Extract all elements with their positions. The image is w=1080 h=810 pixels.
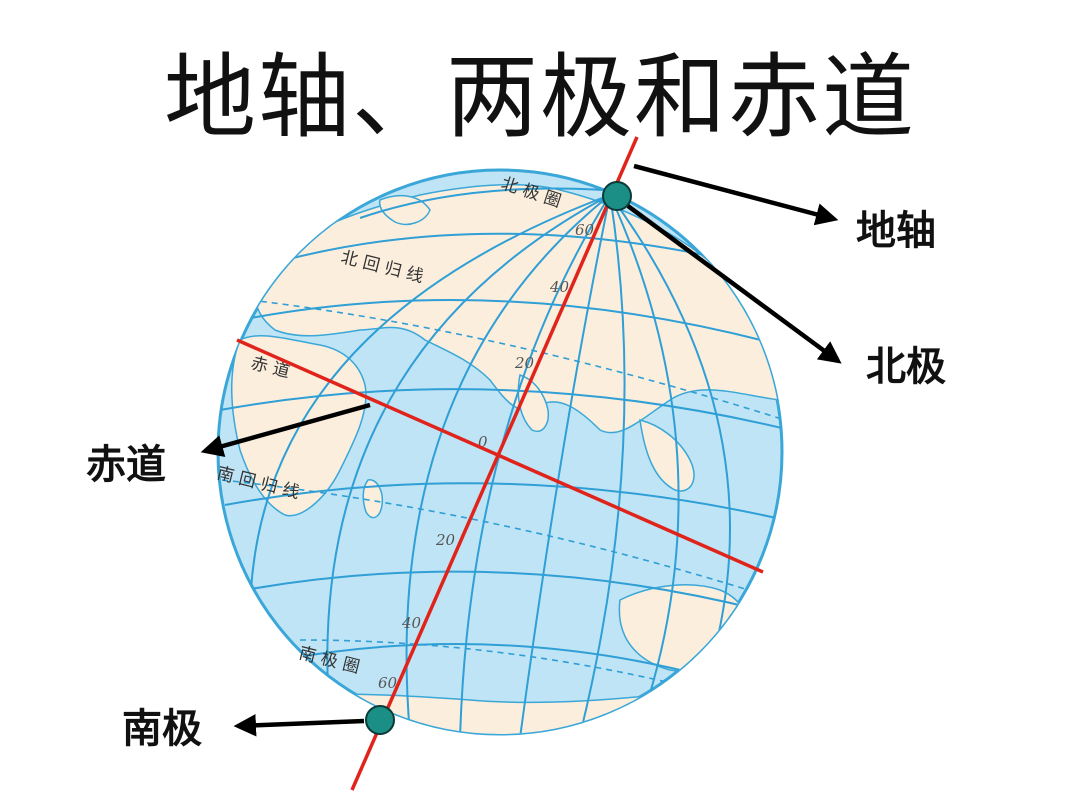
land-europe-asia (254, 183, 781, 434)
degree-label-s60: 60 (378, 674, 398, 692)
longitude-lines (249, 194, 731, 734)
degree-label-zero: 0 (478, 433, 488, 451)
equator-line (236, 338, 764, 574)
degree-label-s20: 20 (435, 531, 456, 549)
degree-label-s40: 40 (401, 614, 422, 632)
south-pole-dot (365, 705, 395, 735)
degree-label-n20: 20 (514, 354, 535, 372)
earth-axis-line (350, 136, 639, 791)
tropic-lines (221, 299, 782, 691)
equator-label: 赤道 (86, 442, 166, 488)
degree-label-n40: 40 (549, 278, 570, 296)
equator-arrow (200, 402, 371, 458)
south-pole-arrow (233, 714, 365, 737)
page-title: 地轴、两极和赤道 (163, 44, 916, 151)
north-pole-dot (602, 181, 632, 211)
north-pole-label: 北极 (866, 344, 946, 390)
south-pole-label: 南极 (122, 706, 202, 752)
axis-label: 地轴 (856, 208, 936, 254)
axis-arrow (633, 163, 839, 226)
land-masses (231, 183, 781, 734)
north-pole-arrow (626, 204, 842, 364)
land-southeast-asia (639, 419, 695, 492)
degree-label-n60: 60 (575, 221, 595, 239)
